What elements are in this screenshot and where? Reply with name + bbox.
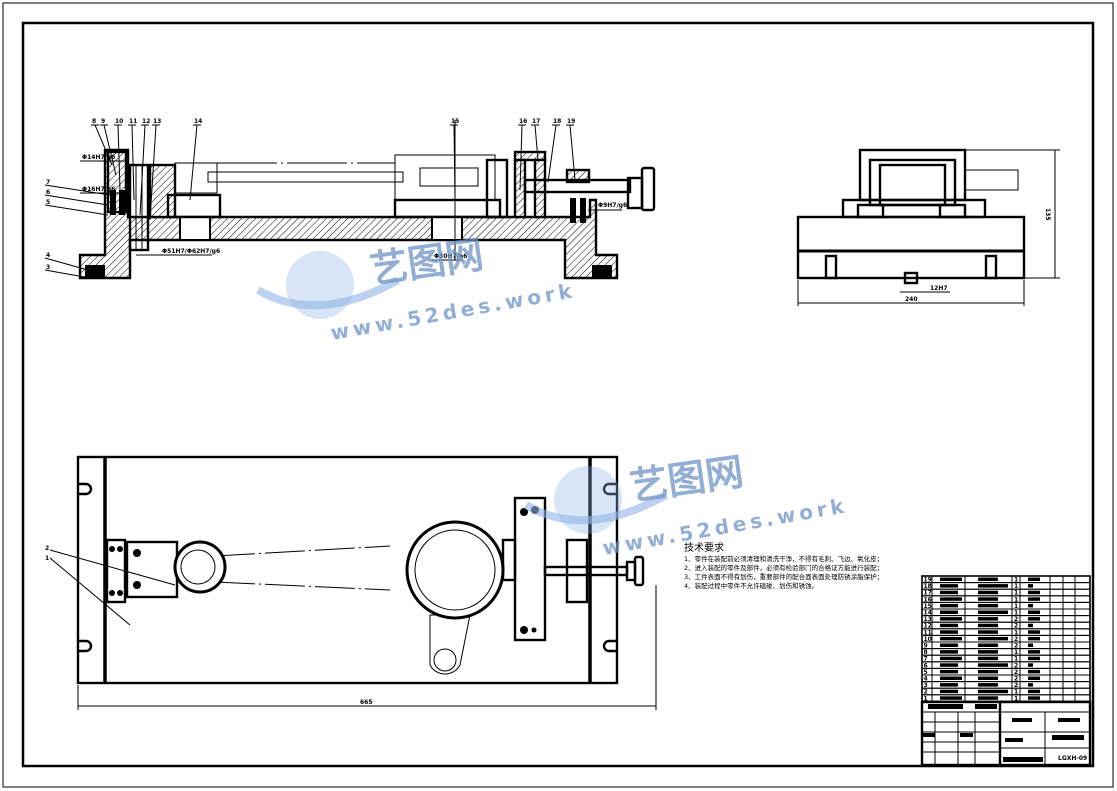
balloon: 1 bbox=[45, 555, 49, 562]
watermark-url: www.52des.work bbox=[329, 278, 578, 345]
balloon: 6 bbox=[46, 189, 50, 196]
front-section-view bbox=[78, 120, 656, 280]
part-number: 7 bbox=[924, 656, 928, 663]
balloon: 4 bbox=[46, 252, 50, 259]
balloon: 5 bbox=[46, 199, 50, 206]
tech-title: 技术要求 bbox=[684, 541, 724, 554]
part-qty: 2 bbox=[1014, 662, 1018, 669]
part-number: 3 bbox=[924, 682, 928, 689]
tech-item: 1、零件在装配前必须清理和清洗干净，不得有毛刺、飞边、氧化皮； bbox=[684, 554, 883, 563]
part-number: 18 bbox=[924, 583, 932, 590]
part-number: 19 bbox=[924, 577, 932, 584]
part-qty: 1 bbox=[1014, 583, 1018, 590]
dim-width: 240 bbox=[905, 296, 918, 303]
balloon: 19 bbox=[567, 118, 575, 125]
part-number: 9 bbox=[924, 643, 928, 650]
part-number: 13 bbox=[924, 616, 932, 623]
balloon: 16 bbox=[519, 118, 527, 125]
part-number: 11 bbox=[924, 629, 932, 636]
part-number: 10 bbox=[924, 636, 932, 643]
balloon: 7 bbox=[46, 179, 50, 186]
balloon: 13 bbox=[153, 118, 161, 125]
tech-item: 2、进入装配的零件及部件，必须有检验部门的合格证方能进行装配； bbox=[684, 563, 883, 572]
part-number: 12 bbox=[924, 623, 932, 630]
technical-requirements: 技术要求 1、零件在装配前必须清理和清洗干净，不得有毛刺、飞边、氧化皮； 2、进… bbox=[684, 541, 883, 590]
balloon: 18 bbox=[553, 118, 561, 125]
fit-label: Φ16H7/g6 bbox=[82, 186, 115, 193]
drawing-number: LGXH-09 bbox=[1058, 755, 1087, 762]
part-qty: 1 bbox=[1014, 596, 1018, 603]
balloon: 11 bbox=[129, 118, 137, 125]
part-qty: 2 bbox=[1014, 636, 1018, 643]
tech-item: 4、装配过程中零件不允许磕碰、划伤和锈蚀。 bbox=[684, 581, 818, 590]
part-qty: 2 bbox=[1014, 623, 1018, 630]
balloon: 3 bbox=[46, 264, 50, 271]
front-view-fits: Φ14H7/g6 Φ16H7/g6 Φ51H7/Φ62H7/g6 Φ30H7/n… bbox=[80, 154, 627, 261]
balloon: 2 bbox=[45, 545, 49, 552]
dim-height: 135 bbox=[1044, 208, 1051, 221]
part-qty: 1 bbox=[1014, 610, 1018, 617]
part-qty: 2 bbox=[1014, 643, 1018, 650]
part-qty: 2 bbox=[1014, 682, 1018, 689]
part-number: 17 bbox=[924, 590, 932, 597]
part-number: 6 bbox=[924, 662, 928, 669]
plan-view: 665 2 1 bbox=[45, 455, 657, 710]
part-qty: 1 bbox=[1014, 590, 1018, 597]
part-qty: 2 bbox=[1014, 669, 1018, 676]
part-number: 8 bbox=[924, 649, 928, 656]
fit-label: Φ9H7/g6 bbox=[598, 202, 627, 209]
fit-label: Φ14H7/g6 bbox=[82, 154, 115, 161]
balloon: 17 bbox=[532, 118, 540, 125]
part-number: 2 bbox=[924, 689, 928, 696]
side-view: 135 240 12H7 bbox=[796, 148, 1060, 306]
part-qty: 1 bbox=[1014, 577, 1018, 584]
watermark-brand: 艺图网 bbox=[367, 232, 486, 291]
part-qty: 1 bbox=[1014, 603, 1018, 610]
part-number: 1 bbox=[924, 695, 928, 702]
title-block: LGXH-09 bbox=[920, 700, 1092, 767]
watermark-brand: 艺图网 bbox=[627, 449, 746, 508]
part-number: 15 bbox=[924, 603, 932, 610]
part-qty: 1 bbox=[1014, 629, 1018, 636]
balloon: 8 bbox=[92, 118, 96, 125]
watermark: 艺图网 www.52des.work 艺图网 www.52des.work bbox=[255, 232, 849, 560]
balloon: 10 bbox=[115, 118, 123, 125]
balloon: 15 bbox=[451, 118, 459, 125]
dim-length: 665 bbox=[360, 699, 373, 706]
fit-label: Φ51H7/Φ62H7/g6 bbox=[162, 248, 220, 255]
fit-12h7: 12H7 bbox=[930, 285, 948, 292]
fit-label: Φ30H7/n6 bbox=[434, 253, 467, 260]
part-qty: 1 bbox=[1014, 689, 1018, 696]
balloon: 14 bbox=[194, 118, 202, 125]
balloon: 12 bbox=[142, 118, 150, 125]
part-qty: 1 bbox=[1014, 649, 1018, 656]
balloon: 9 bbox=[101, 118, 105, 125]
part-number: 4 bbox=[924, 676, 928, 683]
part-number: 14 bbox=[924, 610, 932, 617]
sheet-frame bbox=[21, 21, 1095, 768]
part-qty: 1 bbox=[1014, 695, 1018, 702]
part-qty: 1 bbox=[1014, 656, 1018, 663]
part-qty: 2 bbox=[1014, 676, 1018, 683]
part-qty: 2 bbox=[1014, 616, 1018, 623]
part-number: 16 bbox=[924, 596, 932, 603]
tech-item: 3、工件表面不得有划伤，重要部件的配合面表面处理防锈涂脂保护； bbox=[684, 572, 883, 581]
part-number: 5 bbox=[924, 669, 928, 676]
